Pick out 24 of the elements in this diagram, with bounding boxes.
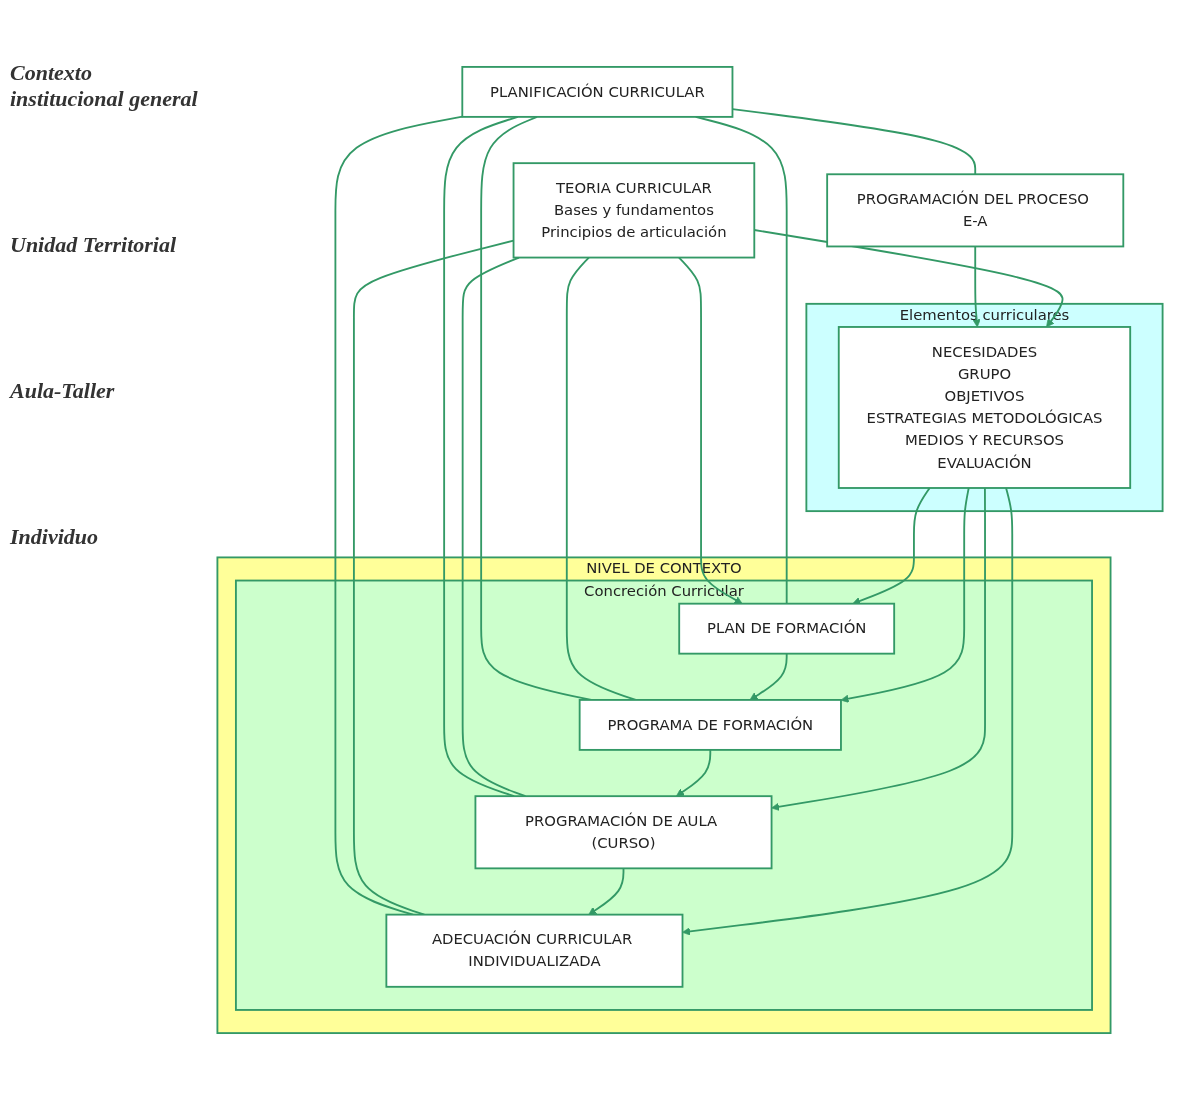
arrow — [676, 748, 712, 797]
arrow — [972, 245, 981, 328]
arrow — [588, 867, 625, 915]
node-box: PROGRAMACIÓN DEL PROCESO E-A — [826, 173, 1125, 248]
node-box: ADECUACIÓN CURRICULAR INDIVIDUALIZADA — [385, 913, 684, 988]
context-level-label: Aula-Taller — [10, 378, 116, 404]
connector — [334, 115, 464, 916]
node-box: PROGRAMACIÓN DE AULA (CURSO) — [474, 795, 773, 870]
arrow — [771, 487, 986, 811]
connector — [443, 115, 519, 798]
arrow — [682, 487, 1014, 936]
arrow — [840, 487, 970, 703]
arrow — [852, 487, 931, 605]
connector — [461, 256, 527, 798]
arrow — [678, 256, 743, 605]
node-box: NECESIDADES GRUPO OBJETIVOS ESTRATEGIAS METODOLÓGICAS MEDIOS Y RECURSOS EVALUACIÓN — [837, 326, 1132, 489]
node-box: TEORIA CURRICULAR Bases y fundamentos Principios de articulación — [512, 162, 756, 259]
context-level-label: Individuo — [10, 524, 100, 550]
arrow — [749, 652, 788, 701]
context-level-label: Contexto institucional general — [10, 60, 199, 112]
node-box: PLAN DE FORMACIÓN — [678, 602, 896, 655]
node-box: PROGRAMA DE FORMACIÓN — [578, 699, 842, 751]
node-box: PLANIFICACIÓN CURRICULAR — [461, 66, 734, 118]
context-level-label: Unidad Territorial — [10, 232, 178, 258]
